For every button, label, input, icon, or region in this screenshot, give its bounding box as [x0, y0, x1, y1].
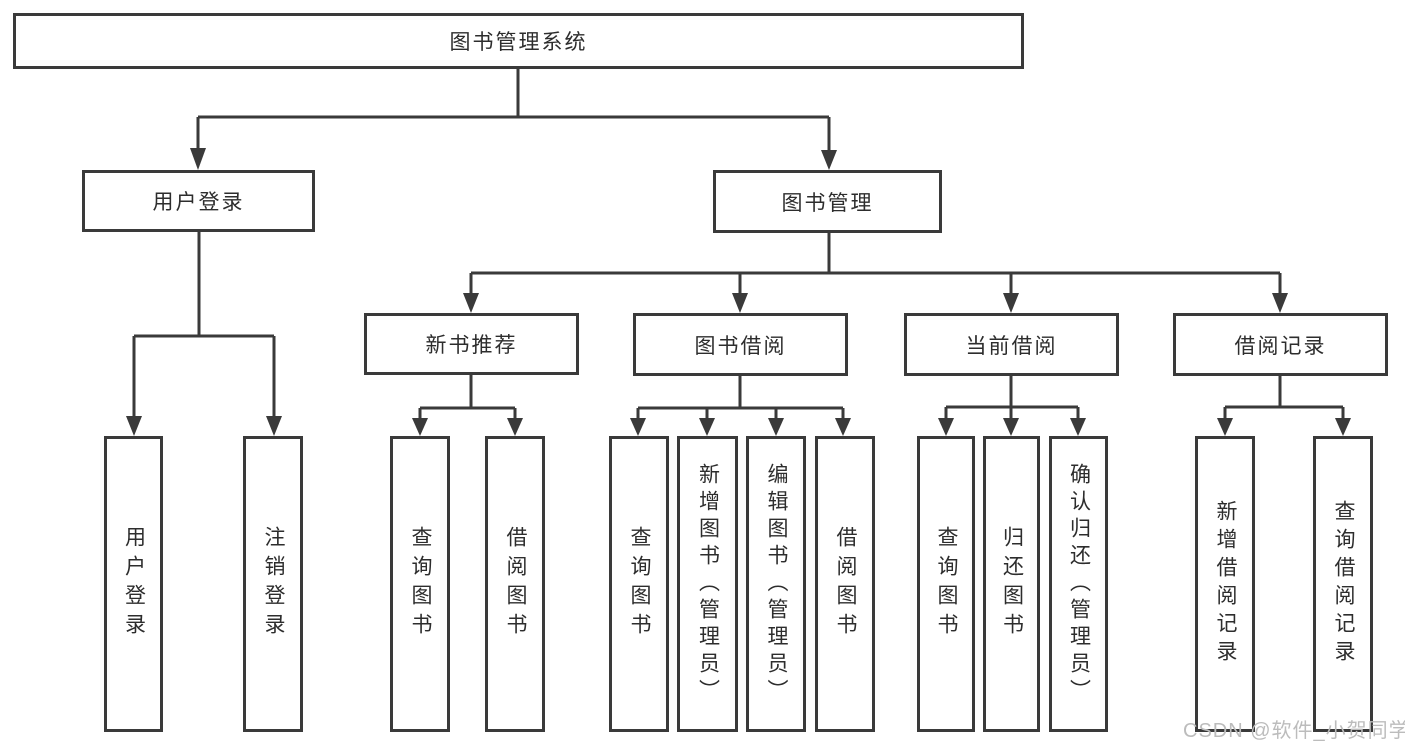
node-user-login: 用户登录: [82, 170, 315, 232]
leaf-record-add-borrow-record: 新增借阅记录: [1195, 436, 1255, 732]
node-borrowing-records: 借阅记录: [1173, 313, 1388, 376]
leaf-borrow-add-books-admin: 新增图书（管理员）: [677, 436, 738, 732]
leaf-current-confirm-return-admin: 确认归还（管理员）: [1049, 436, 1108, 732]
node-book-management: 图书管理: [713, 170, 942, 233]
node-current-borrowing: 当前借阅: [904, 313, 1119, 376]
csdn-watermark: CSDN @软件_小贺同学: [1183, 720, 1405, 742]
leaf-user-login: 用户登录: [104, 436, 163, 732]
edge-book-borrow-group: [630, 376, 851, 436]
node-book-borrowing: 图书借阅: [633, 313, 848, 376]
edge-new-book-group: [412, 375, 523, 436]
leaf-current-query-books: 查询图书: [917, 436, 975, 732]
edge-user-login-group: [126, 232, 282, 436]
node-new-book-recommendation: 新书推荐: [364, 313, 579, 375]
node-library-management-system: 图书管理系统: [13, 13, 1024, 69]
edge-book-management-group: [463, 233, 1288, 313]
leaf-current-return-books: 归还图书: [983, 436, 1040, 732]
leaf-logout: 注销登录: [243, 436, 303, 732]
leaf-newbook-query-books: 查询图书: [390, 436, 450, 732]
leaf-borrow-query-books: 查询图书: [609, 436, 669, 732]
leaf-newbook-borrow-books: 借阅图书: [485, 436, 545, 732]
leaf-borrow-edit-books-admin: 编辑图书（管理员）: [746, 436, 806, 732]
edge-borrow-record-group: [1217, 376, 1351, 436]
edge-current-borrow-group: [938, 376, 1086, 436]
edge-root-group: [190, 69, 837, 170]
leaf-record-query-borrow-record: 查询借阅记录: [1313, 436, 1373, 732]
leaf-borrow-borrow-books: 借阅图书: [815, 436, 875, 732]
